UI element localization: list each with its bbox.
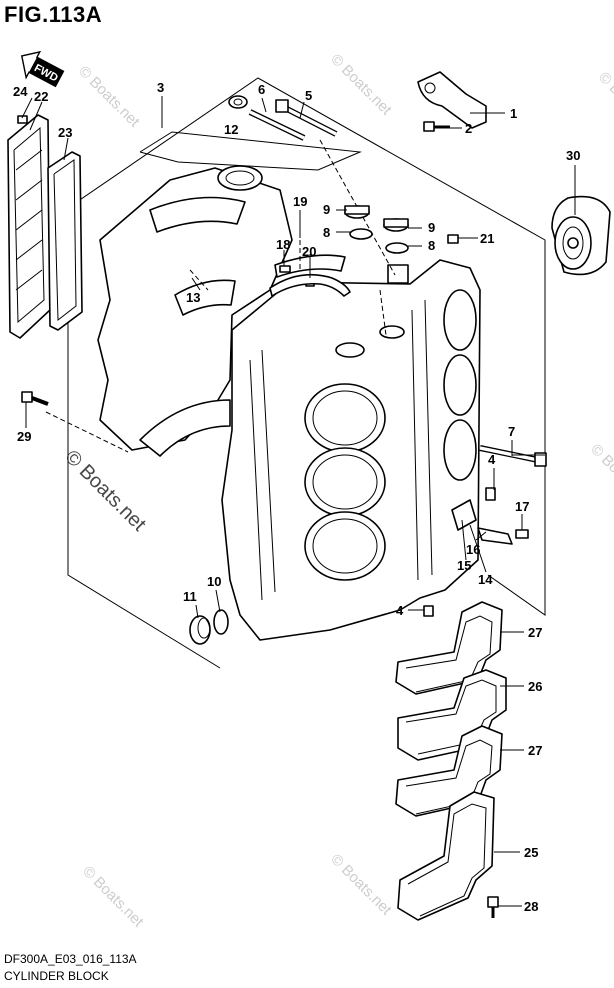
callout-8b: 8 xyxy=(428,238,435,253)
assembly-frame xyxy=(67,77,546,616)
callout-24: 24 xyxy=(13,84,28,99)
callout-19: 19 xyxy=(293,194,307,209)
screw-18 xyxy=(279,265,291,273)
callout-10: 10 xyxy=(207,574,221,589)
washer-12 xyxy=(228,95,248,109)
oil-filter-30 xyxy=(551,195,611,276)
callout-4a: 4 xyxy=(488,452,496,467)
callout-5: 5 xyxy=(305,88,312,103)
callout-12: 12 xyxy=(224,122,238,137)
callout-26: 26 xyxy=(528,679,542,694)
bolt-7 xyxy=(479,445,547,467)
oring-8-right xyxy=(385,242,409,254)
callout-1: 1 xyxy=(510,106,517,121)
watermark-6: © Boats.net xyxy=(79,863,147,931)
watermark-5: © Boats.net xyxy=(327,851,395,919)
bolt-28 xyxy=(487,896,499,918)
callout-28: 28 xyxy=(524,899,538,914)
callout-11: 11 xyxy=(183,589,197,604)
plug-9-right xyxy=(383,218,409,232)
callout-16: 16 xyxy=(466,542,480,557)
bolt-2 xyxy=(423,121,450,132)
callout-27a: 27 xyxy=(528,625,542,640)
cylinder-block-body xyxy=(97,165,481,641)
callout-21: 21 xyxy=(480,231,494,246)
plug-9-left xyxy=(344,205,370,219)
fwd-arrow-icon: FWD xyxy=(20,50,65,88)
plate-15 xyxy=(451,499,477,531)
callout-18: 18 xyxy=(276,237,290,252)
watermark-main: © Boats.net xyxy=(60,446,150,536)
plug-11 xyxy=(189,615,211,645)
callout-4b: 4 xyxy=(396,603,404,618)
pin-4-upper xyxy=(485,487,496,501)
bracket-1 xyxy=(417,71,487,129)
callout-3: 3 xyxy=(157,80,164,95)
guide-29 xyxy=(45,411,129,453)
bolt-5 xyxy=(275,99,338,137)
figure-name: CYLINDER BLOCK xyxy=(4,969,109,983)
bolt-6 xyxy=(248,109,306,141)
screw-17 xyxy=(515,529,529,539)
bolt-29 xyxy=(21,391,49,406)
guide-bolt5 xyxy=(319,139,396,276)
callout-13: 13 xyxy=(186,290,200,305)
guide-13 xyxy=(189,269,209,291)
callout-17: 17 xyxy=(515,499,529,514)
callout-14: 14 xyxy=(478,572,493,587)
watermark-2: © Boats.net xyxy=(327,51,395,119)
cover-plate-25 xyxy=(397,791,495,921)
plug-21 xyxy=(447,234,459,244)
fitting-16 xyxy=(477,527,513,545)
callout-27b: 27 xyxy=(528,743,542,758)
callout-7: 7 xyxy=(508,424,515,439)
callout-30: 30 xyxy=(566,148,580,163)
callout-22: 22 xyxy=(34,89,48,104)
callout-2: 2 xyxy=(465,121,472,136)
leader-lines xyxy=(21,96,576,907)
watermark-7: © Boats.net xyxy=(595,69,614,137)
callout-9b: 9 xyxy=(428,220,435,235)
callout-9a: 9 xyxy=(323,202,330,217)
top-plate-outline xyxy=(139,131,362,171)
callout-labels: 1 2 3 4 4 5 6 7 8 8 9 9 10 11 12 13 14 1… xyxy=(13,80,580,914)
callout-23: 23 xyxy=(58,125,72,140)
pin-4-lower xyxy=(423,605,434,617)
assembly-frame-left xyxy=(67,208,221,669)
callout-6: 6 xyxy=(258,82,265,97)
callout-25: 25 xyxy=(524,845,538,860)
callout-20: 20 xyxy=(302,244,316,259)
figure-code: DF300A_E03_016_113A xyxy=(4,952,137,966)
callout-8a: 8 xyxy=(323,225,330,240)
oring-8-left xyxy=(349,228,373,240)
gasket-10 xyxy=(213,609,229,635)
figure-title: FIG.113A xyxy=(4,2,103,27)
intake-cover-plate xyxy=(7,114,51,339)
callout-15: 15 xyxy=(457,558,471,573)
intake-cover-gasket xyxy=(47,151,83,331)
callout-29: 29 xyxy=(17,429,31,444)
shield-19 xyxy=(269,273,351,297)
watermark-1: © Boats.net xyxy=(75,63,143,131)
watermark-4: © Boats.net xyxy=(587,441,614,509)
